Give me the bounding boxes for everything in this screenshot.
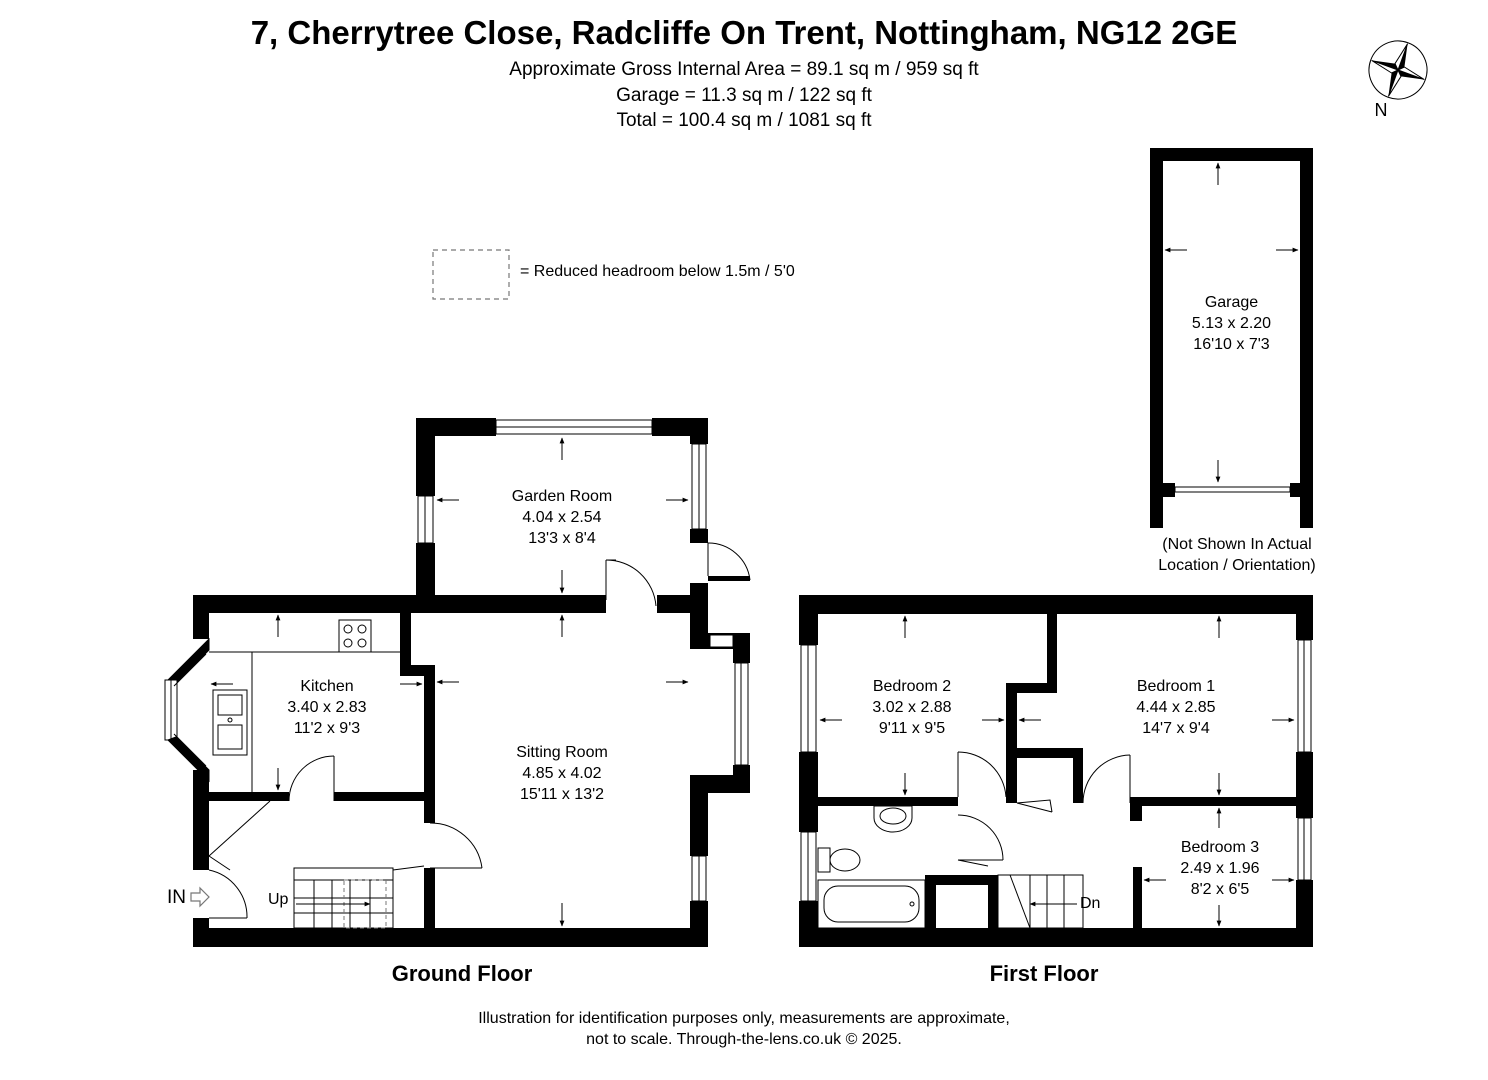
room-name: Kitchen bbox=[300, 678, 354, 695]
garage-note-line: Location / Orientation) bbox=[1158, 557, 1316, 574]
basin-icon bbox=[873, 805, 913, 833]
room-imperial: 15'11 x 13'2 bbox=[519, 786, 605, 803]
ground-floor-stairs bbox=[293, 867, 394, 929]
entrance-arrow-icon bbox=[190, 886, 210, 908]
room-imperial: 8'2 x 6'5 bbox=[1190, 881, 1250, 898]
property-address-title: 7, Cherrytree Close, Radcliffe On Trent,… bbox=[250, 14, 1238, 51]
first-floor-windows bbox=[800, 639, 1312, 902]
disclaimer-line-1: Illustration for identification purposes… bbox=[478, 1010, 1010, 1027]
garage-plan bbox=[1150, 148, 1313, 528]
room-imperial: 16'10 x 7'3 bbox=[1193, 336, 1270, 353]
room-imperial: 11'2 x 9'3 bbox=[293, 720, 361, 737]
bathroom-fittings bbox=[817, 805, 926, 929]
sink-icon bbox=[212, 689, 248, 756]
room-name: Bedroom 3 bbox=[1180, 839, 1260, 856]
bedroom-2-label: Bedroom 2 3.02 x 2.88 9'11 x 9'5 bbox=[842, 676, 982, 739]
room-imperial: 9'11 x 9'5 bbox=[878, 720, 946, 737]
bedroom-1-label: Bedroom 1 4.44 x 2.85 14'7 x 9'4 bbox=[1106, 676, 1246, 739]
room-metric: 2.49 x 1.96 bbox=[1180, 860, 1260, 877]
first-floor-dimension-arrows bbox=[819, 615, 1295, 927]
room-name: Bedroom 1 bbox=[1136, 678, 1216, 695]
compass-rose-icon bbox=[1368, 40, 1428, 100]
toilet-icon bbox=[817, 847, 831, 873]
room-name: Garage bbox=[1204, 294, 1259, 311]
room-metric: 4.85 x 4.02 bbox=[522, 765, 602, 782]
kitchen-label: Kitchen 3.40 x 2.83 11'2 x 9'3 bbox=[257, 676, 397, 739]
garage-room-label: Garage 5.13 x 2.20 16'10 x 7'3 bbox=[1150, 292, 1313, 355]
room-metric: 5.13 x 2.20 bbox=[1191, 315, 1272, 332]
first-floor-stairs bbox=[997, 874, 1084, 929]
reduced-headroom-legend-box bbox=[432, 249, 510, 300]
ground-floor-doors bbox=[208, 542, 751, 919]
stairs-down-label: Dn bbox=[1080, 895, 1101, 912]
bath-icon bbox=[817, 879, 926, 929]
first-floor-doors bbox=[957, 751, 1131, 867]
room-metric: 4.44 x 2.85 bbox=[1136, 699, 1216, 716]
first-floor-label: First Floor bbox=[989, 961, 1099, 986]
legend-text: = Reduced headroom below 1.5m / 5'0 bbox=[520, 263, 795, 280]
ground-floor-walls bbox=[193, 418, 750, 947]
room-name: Sitting Room bbox=[516, 744, 608, 761]
room-name: Garden Room bbox=[511, 488, 613, 505]
garage-dimension-arrows bbox=[1164, 162, 1299, 483]
ground-floor-label: Ground Floor bbox=[391, 961, 533, 986]
room-name: Bedroom 2 bbox=[872, 678, 952, 695]
total-area: Total = 100.4 sq m / 1081 sq ft bbox=[616, 110, 872, 131]
garage-area: Garage = 11.3 sq m / 122 sq ft bbox=[616, 85, 872, 106]
garage-note-line: (Not Shown In Actual bbox=[1162, 536, 1312, 553]
gross-internal-area: Approximate Gross Internal Area = 89.1 s… bbox=[509, 59, 979, 80]
disclaimer-line-2: not to scale. Through-the-lens.co.uk © 2… bbox=[586, 1031, 902, 1048]
hob-icon bbox=[338, 619, 372, 653]
garden-room-label: Garden Room 4.04 x 2.54 13'3 x 8'4 bbox=[462, 486, 662, 549]
room-metric: 3.40 x 2.83 bbox=[287, 699, 367, 716]
ground-floor-dimension-arrows bbox=[210, 437, 689, 927]
ground-floor-windows bbox=[164, 419, 749, 902]
bedroom-3-label: Bedroom 3 2.49 x 1.96 8'2 x 6'5 bbox=[1150, 837, 1290, 900]
entrance-label: IN bbox=[167, 887, 186, 908]
room-metric: 4.04 x 2.54 bbox=[522, 509, 602, 526]
garage-note: (Not Shown In Actual Location / Orientat… bbox=[1140, 534, 1334, 576]
stairs-up-label: Up bbox=[268, 891, 289, 908]
room-imperial: 14'7 x 9'4 bbox=[1142, 720, 1210, 737]
kitchen-fittings bbox=[209, 619, 400, 792]
compass-north-label: N bbox=[1374, 100, 1388, 120]
first-floor-walls bbox=[799, 595, 1313, 947]
sitting-room-label: Sitting Room 4.85 x 4.02 15'11 x 13'2 bbox=[462, 742, 662, 805]
room-metric: 3.02 x 2.88 bbox=[872, 699, 952, 716]
room-imperial: 13'3 x 8'4 bbox=[528, 530, 596, 547]
